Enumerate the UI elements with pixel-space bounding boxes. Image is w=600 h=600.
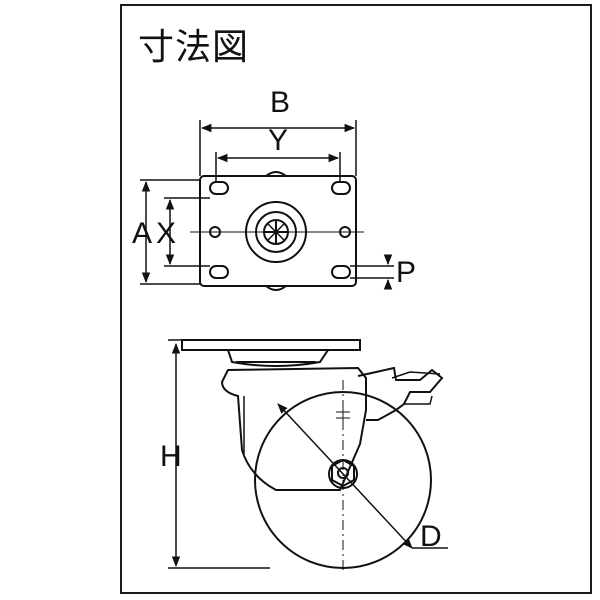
label-Y: Y — [268, 124, 288, 157]
dim-D — [277, 403, 448, 549]
label-X: X — [156, 217, 176, 250]
label-H: H — [160, 440, 182, 473]
label-D: D — [420, 520, 442, 553]
dim-A — [140, 179, 200, 285]
label-P: P — [396, 256, 416, 289]
dim-P — [350, 254, 394, 290]
bolt-slot-tl — [209, 181, 229, 195]
bolt-slot-bl — [209, 265, 229, 279]
dim-Y — [215, 152, 341, 182]
bolt-slot-tr — [331, 181, 351, 195]
mounting-plate — [199, 175, 357, 287]
swivel-head — [226, 349, 330, 367]
dim-H — [168, 339, 270, 569]
side-view — [181, 339, 444, 570]
label-A: A — [132, 217, 152, 250]
side-top-plate — [181, 339, 361, 351]
dim-B — [199, 120, 357, 176]
bolt-slot-br — [331, 265, 351, 279]
dim-X — [164, 197, 210, 267]
top-plate-view — [190, 171, 364, 291]
page-title: 寸法図 — [138, 27, 250, 68]
label-B: B — [270, 86, 290, 119]
